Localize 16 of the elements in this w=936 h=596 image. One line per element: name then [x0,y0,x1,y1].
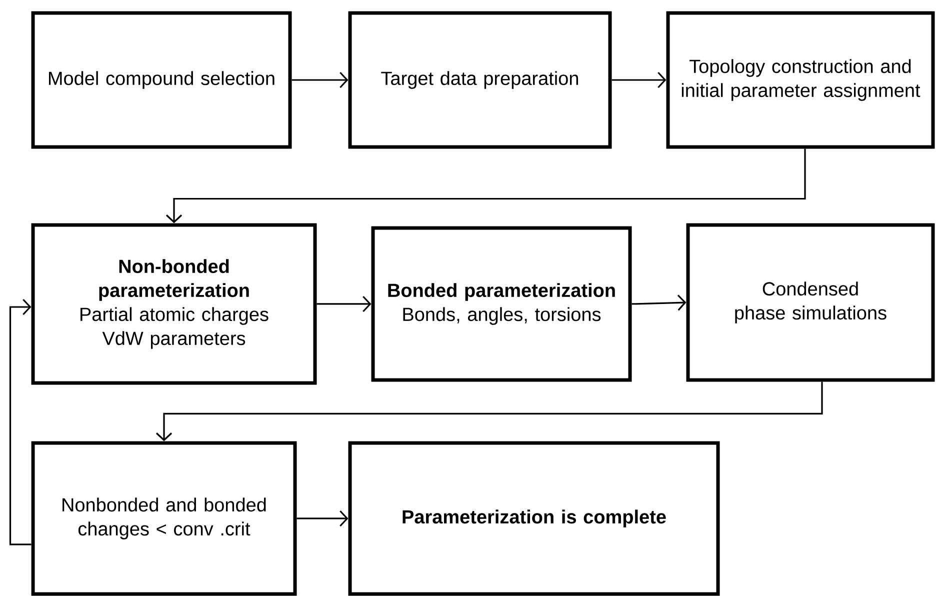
arrow [292,72,348,88]
process-box: Topology construction and initial parameter assignment [666,11,935,149]
arrow [296,510,348,527]
process-box: Target data preparation [348,11,612,149]
arrow [166,148,806,224]
arrow [316,296,372,312]
process-box: Non-bonded parameterization Partial atomic charges VdW parameters [31,223,317,385]
arrow [156,382,823,442]
process-box: Bonded parameterization Bonds, angles, torsions [371,226,632,382]
arrow [612,72,666,88]
process-box: Nonbonded and bonded changes < conv .crit [31,441,297,596]
arrow [9,298,32,546]
process-box: Model compound selection [31,11,292,149]
process-box: Condensed phase simulations [686,223,935,382]
process-box: Parameterization is complete [348,441,720,596]
arrow [632,294,686,311]
